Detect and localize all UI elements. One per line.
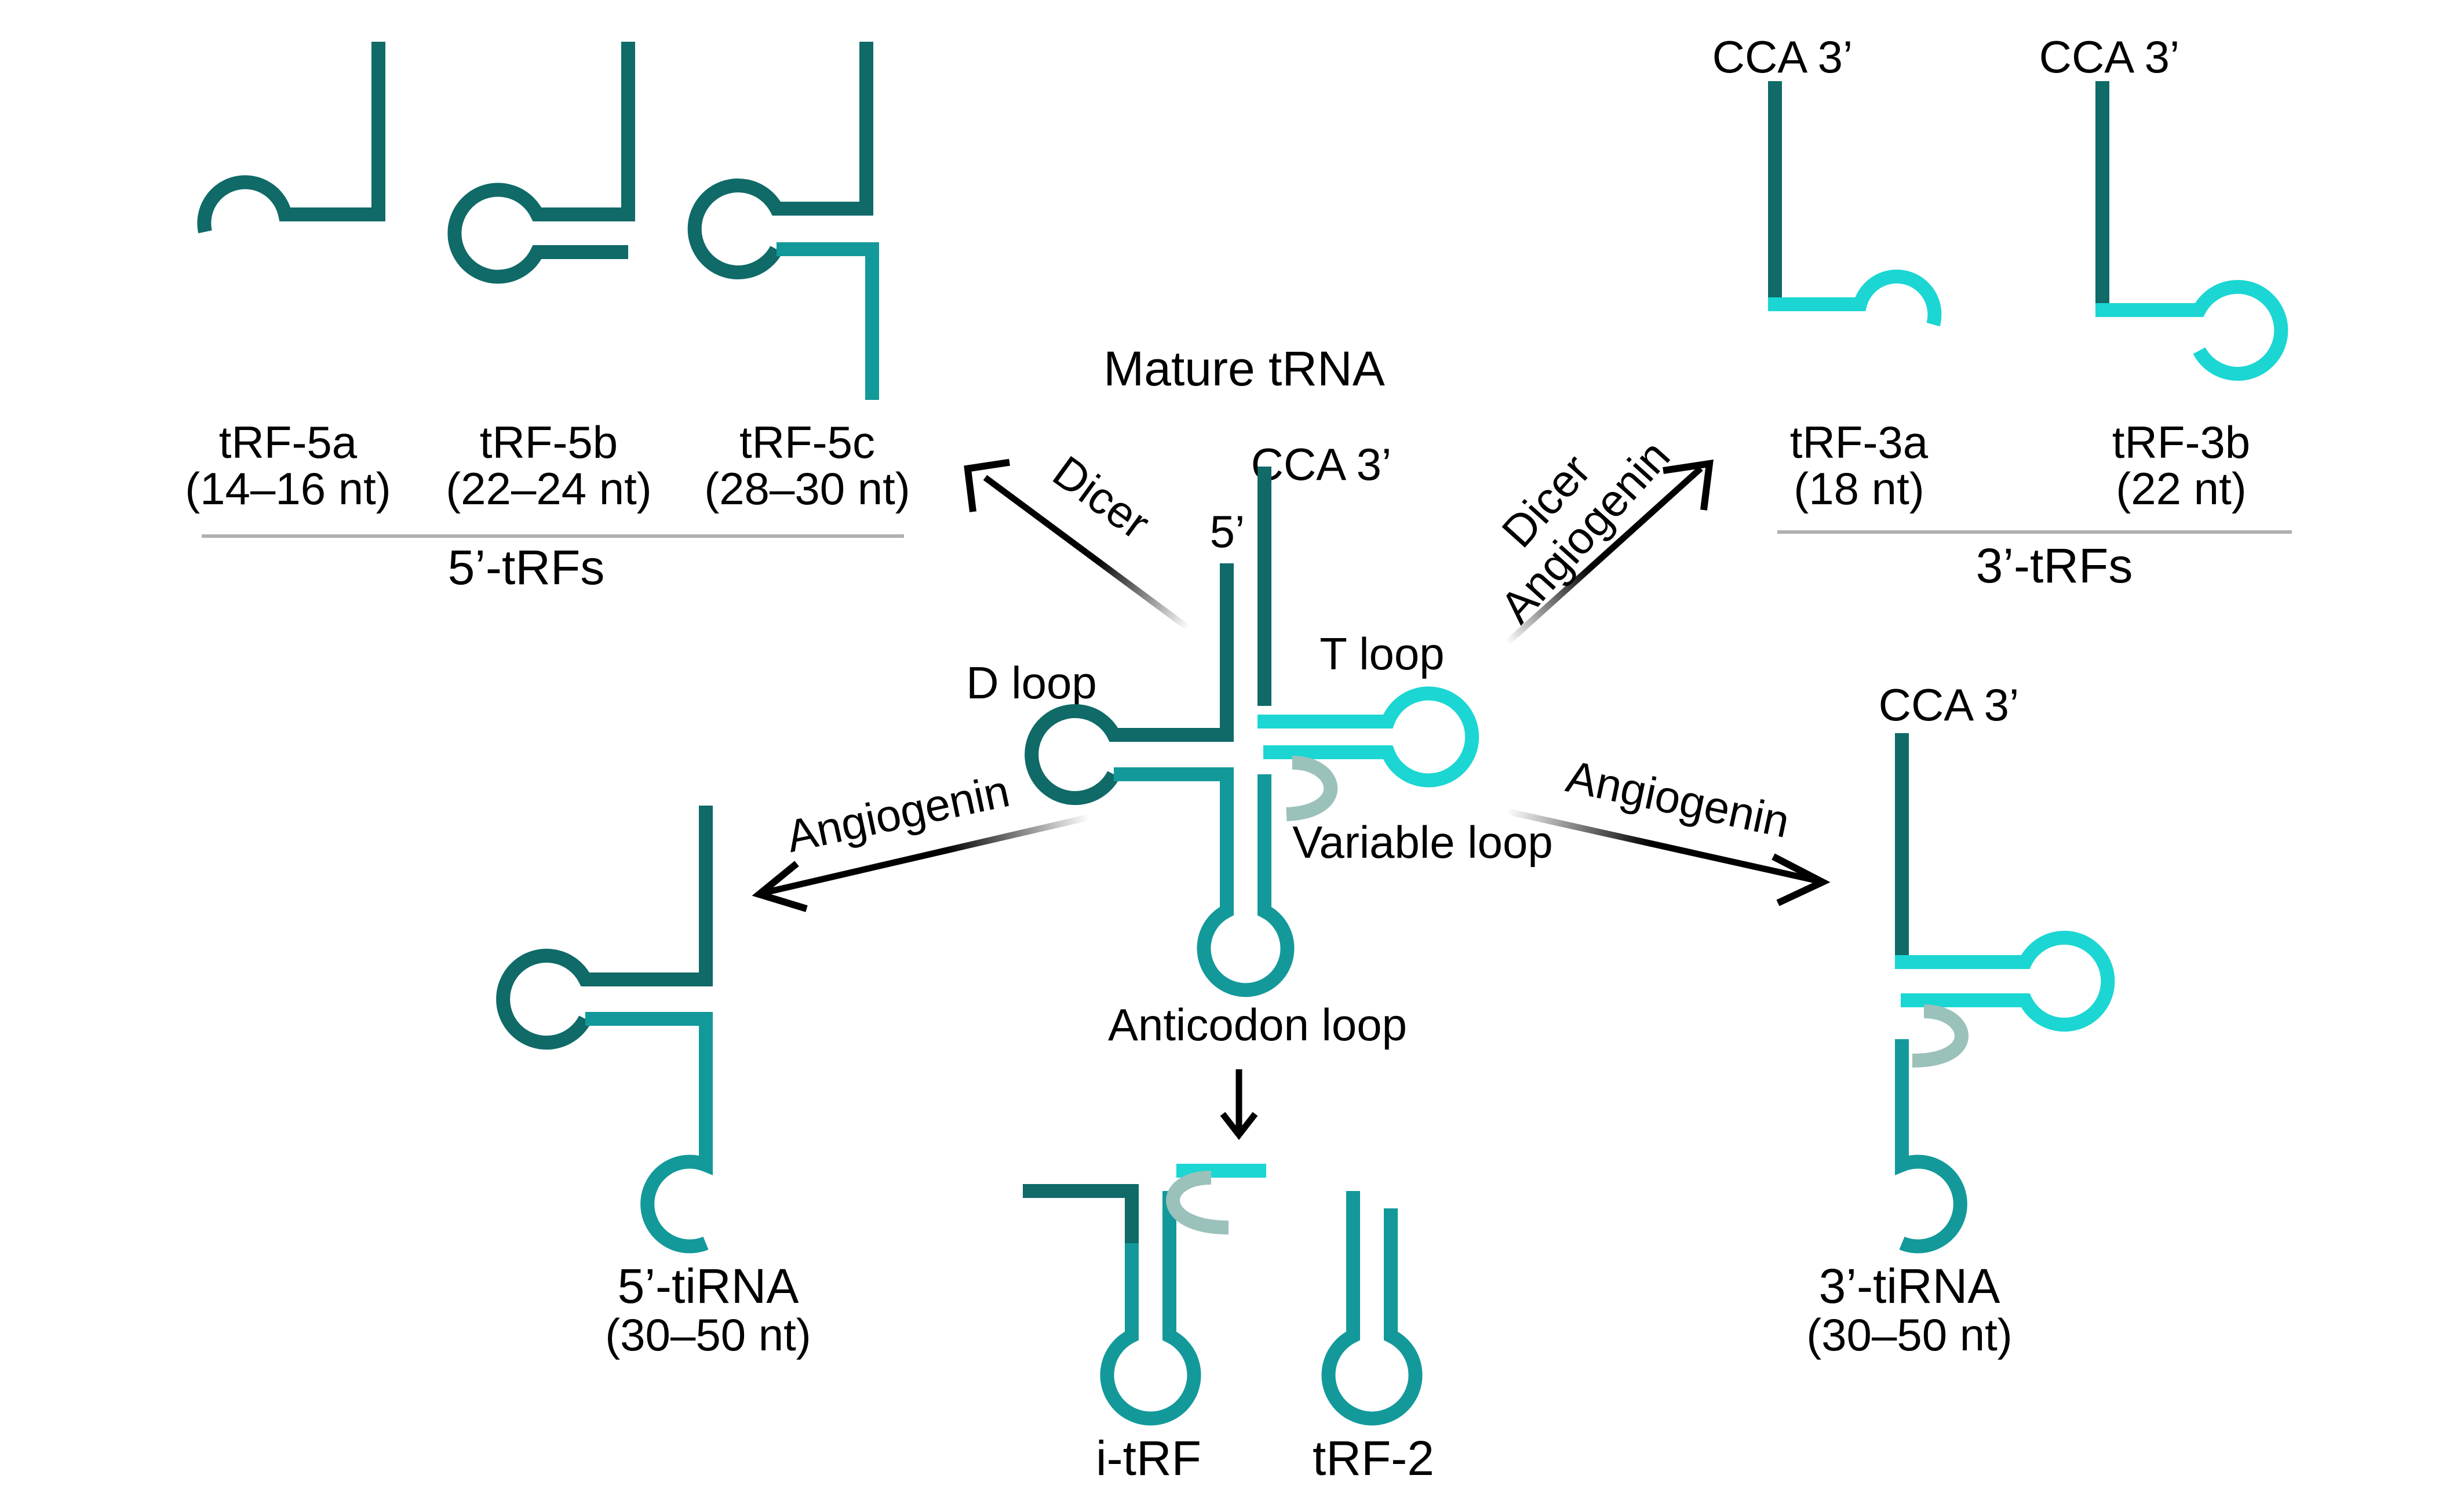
variable-loop-label: Variable loop <box>1292 817 1553 868</box>
tirna-5-name: 5’-tiRNA <box>618 1259 799 1313</box>
trf-3b-name: tRF-3b <box>2112 417 2250 468</box>
trf-5a-length: (14–16 nt) <box>185 463 391 514</box>
angiogenin-label-left: Angiogenin <box>782 765 1014 862</box>
mature-cca-3prime-label: CCA 3’ <box>1251 439 1392 490</box>
anticodon-cleavage-arrow <box>1220 1069 1258 1140</box>
trf-3b-length: (22 nt) <box>2116 463 2246 514</box>
angiogenin-arrow-left <box>752 814 1091 912</box>
mature-5prime-label: 5’ <box>1210 506 1245 557</box>
anticodon-loop-label: Anticodon loop <box>1108 999 1407 1050</box>
tirna-3-name: 3’-tiRNA <box>1819 1259 2000 1313</box>
trf5-group-label: 5’-tRFs <box>448 540 605 595</box>
tirna-5-length: (30–50 nt) <box>605 1309 811 1360</box>
trf-5b-structure <box>447 42 635 284</box>
tirna-3-length: (30–50 nt) <box>1806 1309 2013 1360</box>
dicer-angiogenin-arrow-right <box>1504 459 1714 646</box>
trf-2-structure <box>1321 1191 1423 1426</box>
t-loop-label: T loop <box>1320 628 1444 679</box>
trf-5b-length: (22–24 nt) <box>446 463 652 514</box>
trf-3a-name: tRF-3a <box>1790 417 1929 468</box>
trf-5c-structure <box>687 42 879 400</box>
trf-5a-structure <box>197 42 385 234</box>
trna-5-tirna-structure <box>496 806 713 1254</box>
i-trf-structure <box>1023 1164 1266 1426</box>
trf-5b-name: tRF-5b <box>480 417 618 468</box>
trf-5c-name: tRF-5c <box>739 417 875 468</box>
tirna-3-cca-label: CCA 3’ <box>1879 679 2020 730</box>
i-trf-name: i-tRF <box>1096 1431 1201 1485</box>
trf3-group-label: 3’-tRFs <box>1976 538 2133 593</box>
trf-3a-structure <box>1768 81 1942 327</box>
trna-3-tirna-structure <box>1895 733 2115 1254</box>
mature-trna-title: Mature tRNA <box>1103 341 1384 396</box>
trf-3b-cca-label: CCA 3’ <box>2039 31 2180 82</box>
dicer-arrow-left <box>964 458 1189 630</box>
angiogenin-arrow-right <box>1506 808 1831 906</box>
trf-3b-structure <box>2095 81 2288 381</box>
trf-2-name: tRF-2 <box>1313 1431 1434 1485</box>
trf-5a-name: tRF-5a <box>219 417 358 468</box>
trf-3a-length: (18 nt) <box>1794 463 1924 514</box>
mature-trna-structure <box>1025 467 1479 997</box>
trf-5c-length: (28–30 nt) <box>704 463 910 514</box>
trf-3a-cca-label: CCA 3’ <box>1712 31 1853 82</box>
d-loop-label: D loop <box>966 657 1096 708</box>
